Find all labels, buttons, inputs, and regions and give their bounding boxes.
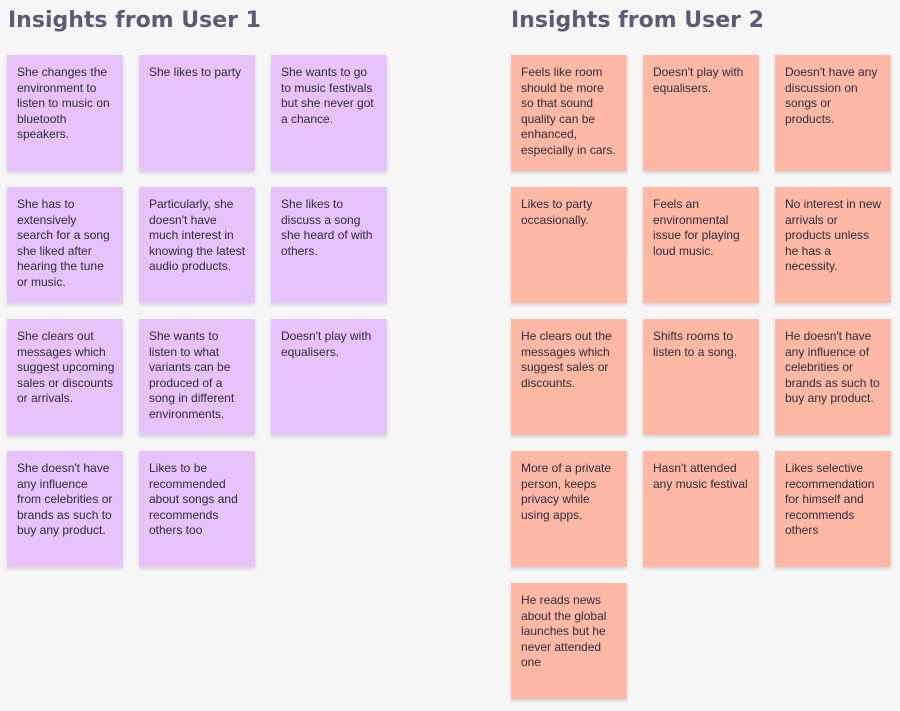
sticky-note[interactable]: She wants to go to music festivals but s… (271, 55, 387, 171)
sticky-note[interactable]: Hasn't attended any music festival (643, 451, 759, 567)
sticky-note[interactable]: Doesn't play with equalisers. (643, 55, 759, 171)
sticky-note[interactable]: She likes to party (139, 55, 255, 171)
sticky-note[interactable]: No interest in new arrivals or products … (775, 187, 891, 303)
sticky-note[interactable]: He clears out the messages which suggest… (511, 319, 627, 435)
sticky-note[interactable]: She has to extensively search for a song… (7, 187, 123, 303)
user1-notes: She changes the environment to listen to… (7, 55, 387, 567)
sticky-note[interactable]: More of a private person, keeps privacy … (511, 451, 627, 567)
sticky-note[interactable]: Particularly, she doesn't have much inte… (139, 187, 255, 303)
user1-title: Insights from User 1 (8, 8, 261, 33)
user2-notes: Feels like room should be more so that s… (511, 55, 891, 699)
sticky-note[interactable]: Feels like room should be more so that s… (511, 55, 627, 171)
user2-title: Insights from User 2 (511, 8, 764, 33)
sticky-note[interactable]: Likes to party occasionally. (511, 187, 627, 303)
sticky-note[interactable]: She clears out messages which suggest up… (7, 319, 123, 435)
sticky-note[interactable]: Likes selective recommendation for himse… (775, 451, 891, 567)
sticky-note[interactable]: She likes to discuss a song she heard of… (271, 187, 387, 303)
sticky-note[interactable]: She doesn't have any influence from cele… (7, 451, 123, 567)
sticky-note[interactable]: Shifts rooms to listen to a song. (643, 319, 759, 435)
sticky-note[interactable]: She wants to listen to what variants can… (139, 319, 255, 435)
sticky-note[interactable]: She changes the environment to listen to… (7, 55, 123, 171)
sticky-note[interactable]: Doesn't play with equalisers. (271, 319, 387, 435)
sticky-note[interactable]: He doesn't have any influence of celebri… (775, 319, 891, 435)
sticky-note[interactable]: Feels an environmental issue for playing… (643, 187, 759, 303)
sticky-note[interactable]: Doesn't have any discussion on songs or … (775, 55, 891, 171)
sticky-note[interactable]: Likes to be recommended about songs and … (139, 451, 255, 567)
sticky-note[interactable]: He reads news about the global launches … (511, 583, 627, 699)
